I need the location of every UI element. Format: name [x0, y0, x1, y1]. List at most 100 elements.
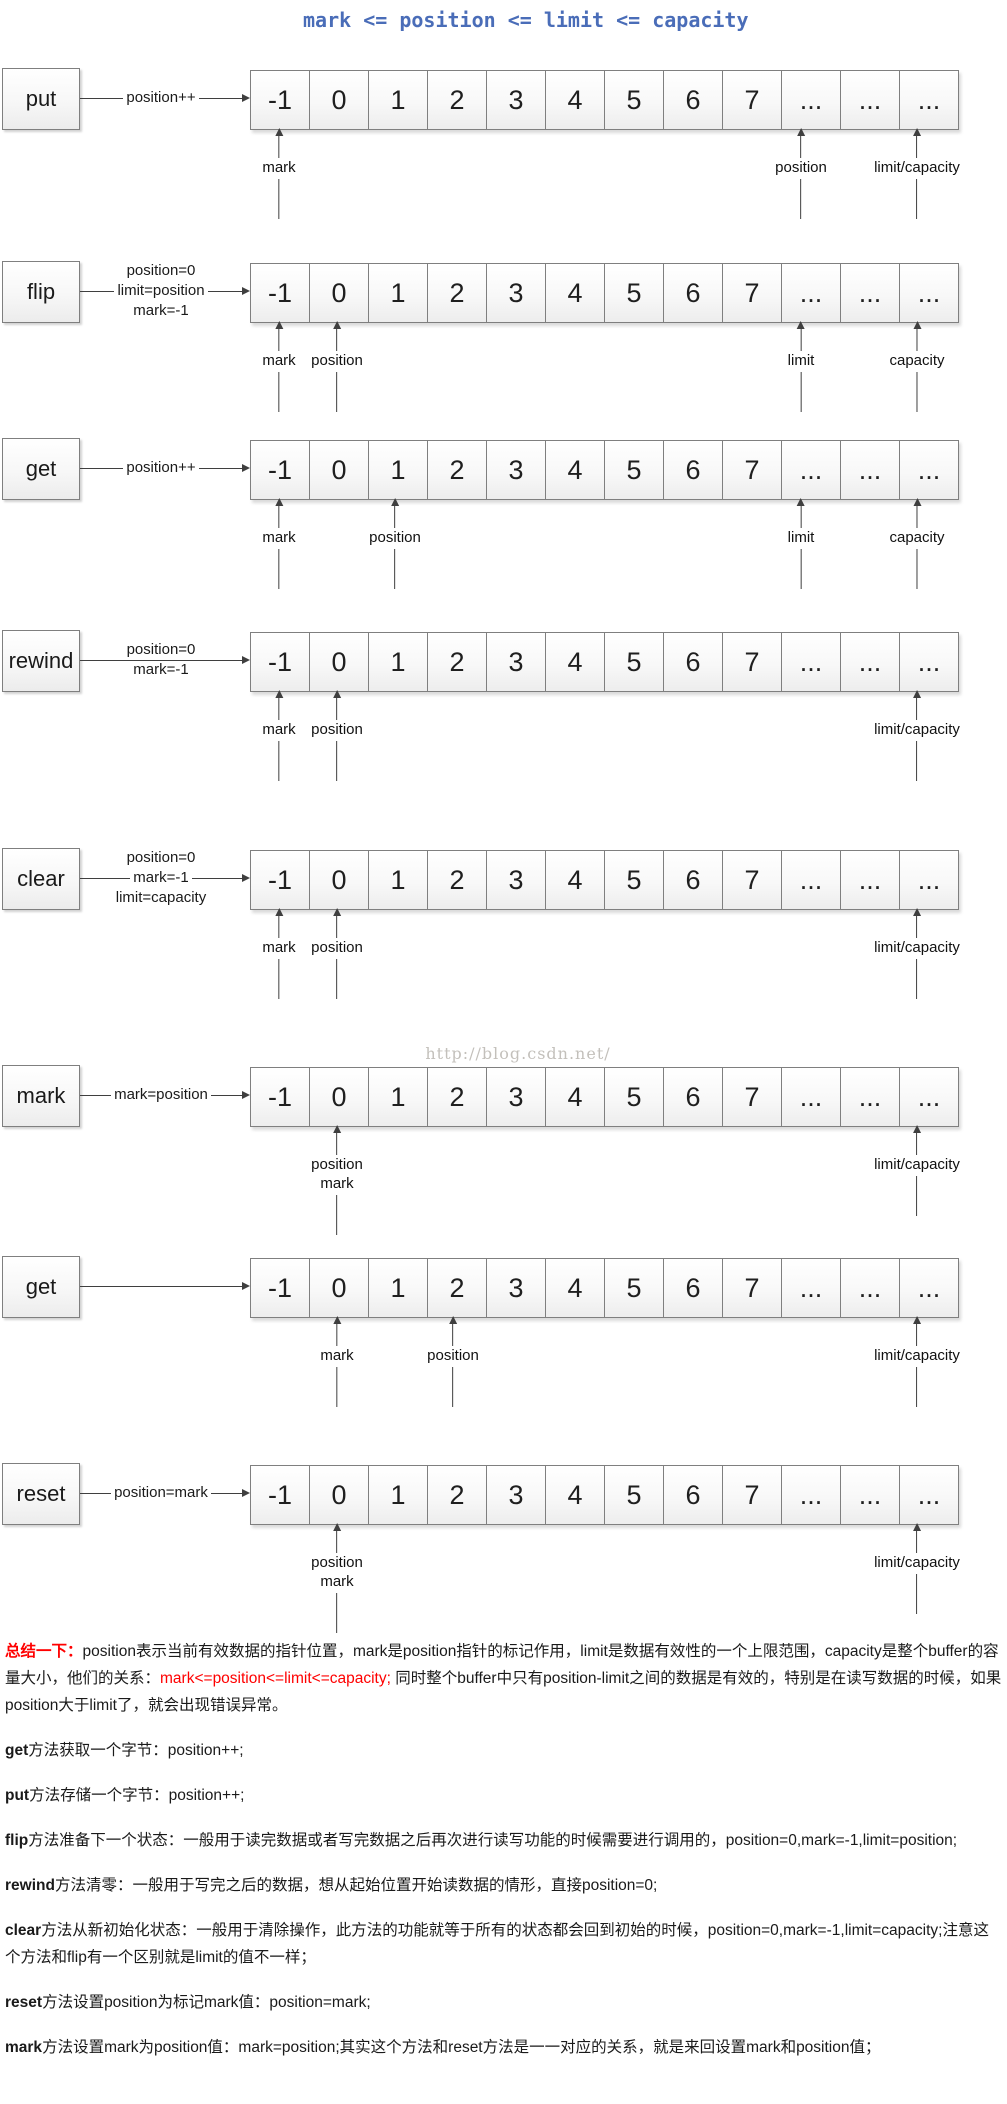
- pointer-limit: limit: [787, 498, 815, 589]
- buffer-cell: ...: [899, 440, 959, 500]
- buffer-cell: 4: [545, 1067, 605, 1127]
- dangling-line: [916, 1367, 918, 1407]
- buffer-cell: 0: [309, 850, 369, 910]
- summary-segment: 方法获取一个字节：position++;: [28, 1742, 244, 1759]
- buffer-cell: -1: [250, 1067, 310, 1127]
- pointer-limit: limit: [788, 321, 814, 412]
- pointer-arrow-line: [916, 1324, 918, 1346]
- buffer-cell: ...: [899, 632, 959, 692]
- buffer-cell: ...: [840, 70, 900, 130]
- pointer-position: position: [311, 321, 363, 412]
- summary-lead: get: [5, 1742, 29, 1759]
- pointer-position: position: [311, 908, 363, 999]
- pointer-label: mark: [262, 159, 296, 176]
- pointer-label: position: [311, 352, 363, 369]
- buffer-cell: -1: [250, 440, 310, 500]
- buffer-cell: 7: [722, 1067, 782, 1127]
- pointer-mark: mark: [262, 498, 296, 589]
- summary-lead: reset: [5, 1994, 43, 2011]
- arrow-label: limit=capacity: [115, 889, 207, 906]
- method-arrow-head-icon: [242, 287, 250, 295]
- summary-segment: 方法准备下一个状态：一般用于读完数据或者写完数据之后再次进行读写功能的时候需要进…: [28, 1832, 958, 1849]
- pointer-label: limit: [787, 529, 815, 546]
- buffer-cell: 1: [368, 1067, 428, 1127]
- buffer-cell: 5: [604, 263, 664, 323]
- method-box-get: get: [2, 1256, 80, 1318]
- pointer-position: position: [311, 690, 363, 781]
- pointer-label: limit/capacity: [874, 1554, 960, 1571]
- buffer-cell: 6: [663, 440, 723, 500]
- pointer-arrow-head-icon: [275, 498, 283, 506]
- pointer-arrow-head-icon: [796, 498, 805, 506]
- dangling-line: [336, 1367, 338, 1407]
- summary-lead: clear: [5, 1922, 42, 1939]
- pointer-label: position: [775, 159, 827, 176]
- pointer-arrow-line: [278, 698, 280, 720]
- method-arrow-head-icon: [242, 464, 250, 472]
- buffer-cell: 2: [427, 850, 487, 910]
- arrow-label: mark=-1: [133, 302, 189, 319]
- pointer-label: mark: [320, 1347, 354, 1364]
- pointer-mark: mark: [262, 908, 296, 999]
- buffer-cell: 7: [722, 1465, 782, 1525]
- arrow-label-stack: position++: [76, 459, 246, 477]
- pointer-arrow-head-icon: [275, 908, 283, 916]
- buffer-cell: ...: [899, 1067, 959, 1127]
- dangling-line: [916, 1574, 918, 1614]
- pointer-label: mark: [262, 721, 296, 738]
- buffer-cell: -1: [250, 263, 310, 323]
- buffer-cell: 5: [604, 1465, 664, 1525]
- method-arrow-line: [80, 1286, 244, 1287]
- buffer-cell: 3: [486, 440, 546, 500]
- buffer-cell: 0: [309, 632, 369, 692]
- buffer-cell: -1: [250, 632, 310, 692]
- pointer-mark: mark: [262, 690, 296, 781]
- buffer-cell: -1: [250, 1465, 310, 1525]
- summary-paragraph: get方法获取一个字节：position++;: [5, 1737, 1003, 1764]
- pointer-mark: mark: [262, 321, 296, 412]
- arrow-label: position=0: [126, 849, 196, 866]
- buffer-cell: 1: [368, 1465, 428, 1525]
- summary-lead: rewind: [5, 1877, 55, 1894]
- pointer-label: mark: [262, 529, 296, 546]
- buffer-cell: 2: [427, 440, 487, 500]
- arrow-label: position=mark: [111, 1484, 211, 1502]
- buffer-cell: 2: [427, 1258, 487, 1318]
- method-arrow-line: [80, 660, 244, 661]
- buffer-cell: 5: [604, 440, 664, 500]
- dangling-line: [916, 549, 918, 589]
- summary-paragraph: reset方法设置position为标记mark值：position=mark;: [5, 1989, 1003, 2016]
- pointer-limit-capacity: limit/capacity: [874, 1316, 960, 1407]
- buffer-cell: ...: [781, 632, 841, 692]
- buffer-cell: ...: [781, 1465, 841, 1525]
- dangling-line: [278, 549, 280, 589]
- dangling-line: [336, 959, 338, 999]
- pointer-arrow-head-icon: [332, 1523, 341, 1531]
- buffer-cell: 1: [368, 263, 428, 323]
- summary-lead: put: [5, 1787, 30, 1804]
- buffer-cell: 2: [427, 70, 487, 130]
- method-box-get: get: [2, 438, 80, 500]
- pointer-arrow-head-icon: [912, 690, 921, 698]
- pointer-arrow-line: [800, 329, 802, 351]
- pointer-position: position: [369, 498, 421, 589]
- summary-segment: 方法存储一个字节：position++;: [29, 1787, 245, 1804]
- buffer-cell: 5: [604, 70, 664, 130]
- buffer-cell: 5: [604, 1067, 664, 1127]
- summary-paragraph: clear方法从新初始化状态：一般用于清除操作，此方法的功能就等于所有的状态都会…: [5, 1917, 1003, 1971]
- arrow-label: position=0: [126, 641, 196, 658]
- pointer-arrow-line: [336, 1133, 338, 1155]
- buffer-cell: 0: [309, 440, 369, 500]
- dangling-line: [278, 372, 280, 412]
- method-box-rewind: rewind: [2, 630, 80, 692]
- summary-paragraph: 总结一下：position表示当前有效数据的指针位置，mark是position…: [5, 1638, 1003, 1719]
- pointer-arrow-head-icon: [333, 1316, 341, 1324]
- summary-segment: mark<=position<=limit<=capacity;: [160, 1670, 391, 1687]
- buffer-cell: 5: [604, 1258, 664, 1318]
- dangling-line: [916, 372, 918, 412]
- arrow-label: mark=position: [111, 1086, 211, 1104]
